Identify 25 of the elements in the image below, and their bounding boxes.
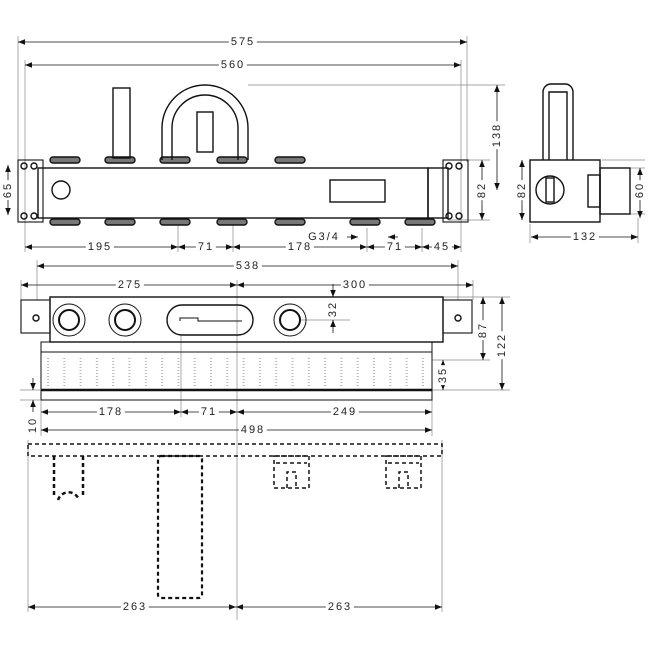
dimension-label: 498 [238, 424, 268, 436]
dimension-label: 65 [2, 180, 14, 200]
dimension-label: 71 [196, 241, 216, 253]
dimension-label: 560 [218, 59, 248, 71]
dimension-label: 195 [86, 241, 114, 253]
dimension-label: 82 [476, 180, 488, 200]
dimension-label: 138 [491, 120, 503, 150]
dimension-label: 71 [384, 241, 406, 253]
dimension-label: 45 [432, 241, 452, 253]
dimension-label: 87 [477, 320, 489, 340]
dimension-label: 35 [437, 364, 449, 386]
dimension-label: 263 [326, 601, 354, 613]
dimension-label: 71 [198, 406, 220, 418]
dimension-label: 178 [96, 406, 126, 418]
dimension-label: 300 [340, 279, 370, 291]
dimension-label: 538 [234, 260, 262, 272]
dimension-label: 263 [120, 601, 150, 613]
dimension-label: 178 [286, 241, 314, 253]
dimension-label: 132 [570, 231, 600, 243]
dimension-label: 575 [228, 36, 258, 48]
dimension-label: 122 [496, 330, 508, 360]
dimension-label: 275 [116, 279, 144, 291]
dimension-label: 82 [516, 180, 528, 200]
dimension-label: 60 [634, 180, 646, 200]
dimension-label: 249 [330, 406, 360, 418]
